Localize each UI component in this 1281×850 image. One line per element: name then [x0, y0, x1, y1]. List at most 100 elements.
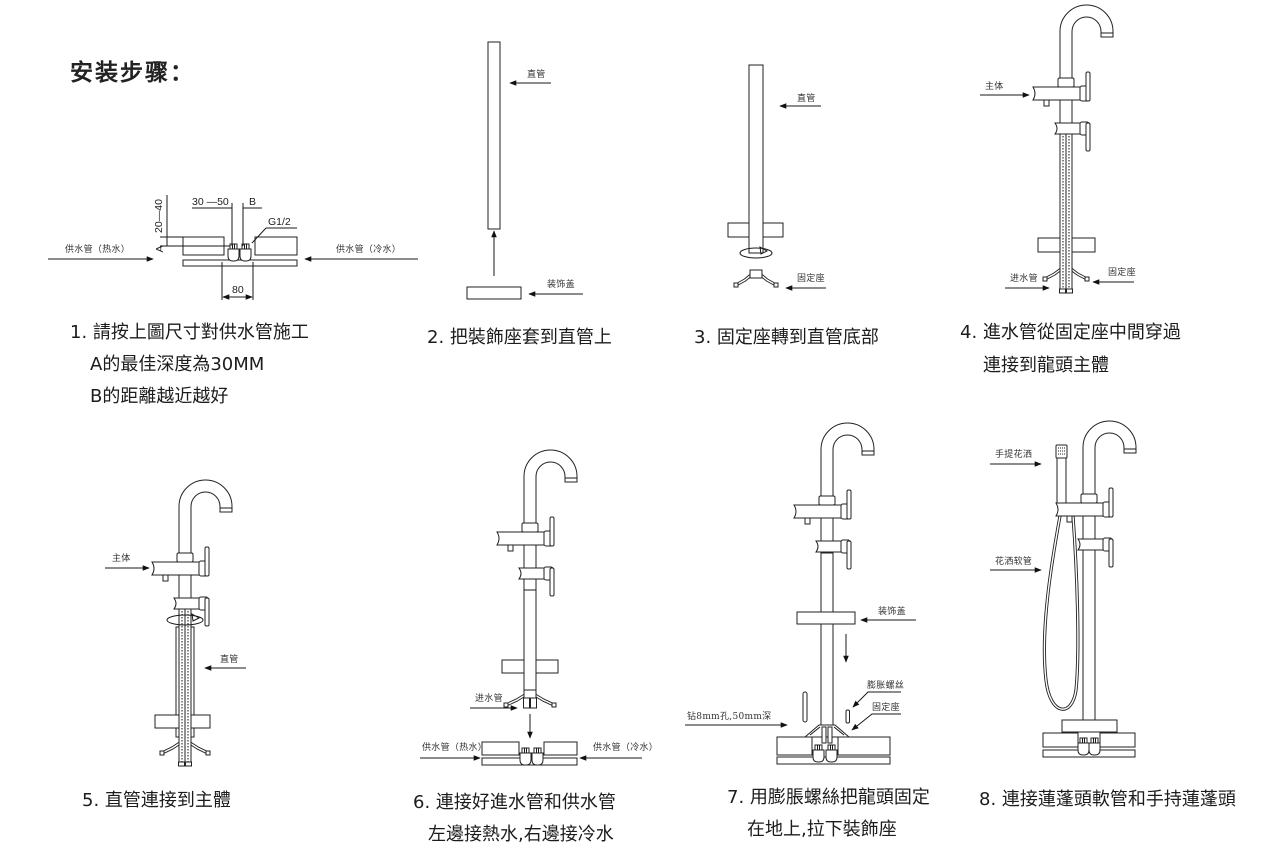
straight-pipe	[748, 64, 764, 254]
hose-nut	[178, 761, 185, 767]
fixing-base-leg-inner	[1044, 268, 1062, 280]
lower-valve-body	[173, 597, 203, 610]
hand-shower-handle	[1056, 456, 1067, 504]
drill-hole-label: 钻8mm孔,50mm深	[687, 710, 771, 722]
upper-lever-handle	[1108, 487, 1114, 518]
fitting-thread	[521, 747, 530, 754]
straight-pipe	[487, 41, 501, 230]
fixing-base-leg-inner	[505, 694, 526, 706]
inlet-hose-end	[530, 697, 537, 709]
body-connector	[1082, 515, 1096, 540]
fixing-base-label: 固定座	[872, 701, 900, 713]
diverter-nub	[804, 517, 811, 525]
fixing-base-foot	[1042, 276, 1048, 282]
fixing-base-cup	[523, 689, 537, 699]
fitting-thread	[229, 243, 238, 250]
lower-valve-body	[1054, 122, 1084, 135]
thread-leader	[251, 227, 267, 244]
floor-slab	[776, 736, 813, 756]
floor-slab	[1099, 732, 1136, 748]
faucet-base-cover	[1061, 719, 1118, 733]
caption-line: A的最佳深度為30MM	[90, 354, 265, 375]
caption-line: 8. 連接蓮蓬頭軟管和手持蓮蓬頭	[979, 789, 1236, 810]
floor-slab	[543, 741, 578, 756]
upper-valve-body	[1055, 502, 1107, 517]
inlet-hose-label: 进水管	[1010, 272, 1038, 284]
upper-lever-handle	[204, 546, 210, 577]
caption-line: 3. 固定座轉到直管底部	[694, 327, 879, 348]
caption-line: 7. 用膨脹螺絲把龍頭固定	[727, 787, 930, 808]
thread-label: G1/2	[268, 216, 291, 228]
spout-collar	[176, 552, 194, 563]
diverter-nub	[162, 574, 169, 582]
floor-base-layer	[182, 259, 298, 267]
elbow-fitting	[1088, 742, 1101, 756]
fixing-base-leg-inner	[735, 274, 752, 286]
gooseneck-spout	[178, 479, 233, 555]
inlet-hose-end	[821, 726, 827, 744]
upper-lever-handle	[549, 516, 555, 547]
caption-line: 6. 連接好進水管和供水管	[413, 792, 616, 813]
spout-collar	[521, 522, 539, 533]
lower-lever-handle	[1085, 122, 1091, 152]
straight-pipe	[820, 552, 834, 726]
lower-lever-handle	[1108, 538, 1114, 568]
body-connector	[820, 517, 834, 542]
lower-valve-body	[518, 567, 548, 580]
caption-line: 在地上,拉下裝飾座	[747, 819, 897, 840]
decorative-cover-label: 装饰盖	[547, 278, 575, 290]
gooseneck-spout	[1059, 4, 1114, 80]
rotation-indicator	[166, 614, 204, 626]
elbow-fitting	[812, 749, 825, 763]
lower-lever-handle	[846, 540, 852, 570]
hose-nut	[1066, 288, 1073, 294]
body-connector	[178, 574, 192, 599]
depth-range-label: 20—40	[153, 199, 165, 233]
straight-pipe-label: 直管	[527, 68, 546, 80]
hand-shower-head	[1055, 444, 1068, 459]
fixing-base-leg-inner	[161, 742, 181, 754]
inlet-hose-end	[523, 697, 530, 709]
fixing-base-leader	[851, 713, 901, 731]
fitting-thread	[1090, 737, 1099, 744]
caption-line: 左邊接熱水,右邊接冷水	[428, 824, 614, 845]
caption-line: 連接到龍頭主體	[983, 355, 1109, 376]
lower-lever-handle	[549, 567, 555, 597]
gooseneck-spout	[820, 422, 875, 498]
hot-supply-label: 供水管（热水）	[422, 741, 487, 753]
main-body-label: 主体	[985, 80, 1004, 92]
main-body-label: 主体	[112, 552, 131, 564]
elbow-fitting	[531, 752, 544, 766]
shower-hose-label: 花洒软管	[995, 555, 1032, 567]
elbow-fitting	[1077, 742, 1090, 756]
fixing-base-cup	[749, 269, 763, 279]
fixing-base-foot	[551, 702, 557, 708]
page-title: 安装步骤：	[70, 60, 195, 86]
floor-slab	[254, 236, 298, 256]
inlet-hose	[184, 607, 192, 763]
upper-valve-body	[496, 531, 548, 546]
decorative-cover-label: 装饰盖	[878, 605, 906, 617]
fixing-base-foot	[159, 750, 165, 756]
lower-lever-handle	[204, 597, 210, 627]
inlet-hose	[178, 607, 186, 763]
expansion-screw	[845, 709, 850, 724]
caption-line: 5. 直管連接到主體	[82, 790, 231, 811]
expansion-screw-leader	[852, 691, 901, 708]
fitting-thread	[1079, 737, 1088, 744]
hand-shower-label: 手提花洒	[995, 448, 1032, 460]
cold-supply-label: 供水管（冷水）	[336, 243, 401, 255]
expansion-screw	[802, 691, 808, 723]
fixing-base-label: 固定座	[1108, 266, 1136, 278]
rotation-arrowhead	[191, 613, 201, 622]
fitting-thread	[533, 747, 542, 754]
floor-slab	[1042, 732, 1079, 748]
